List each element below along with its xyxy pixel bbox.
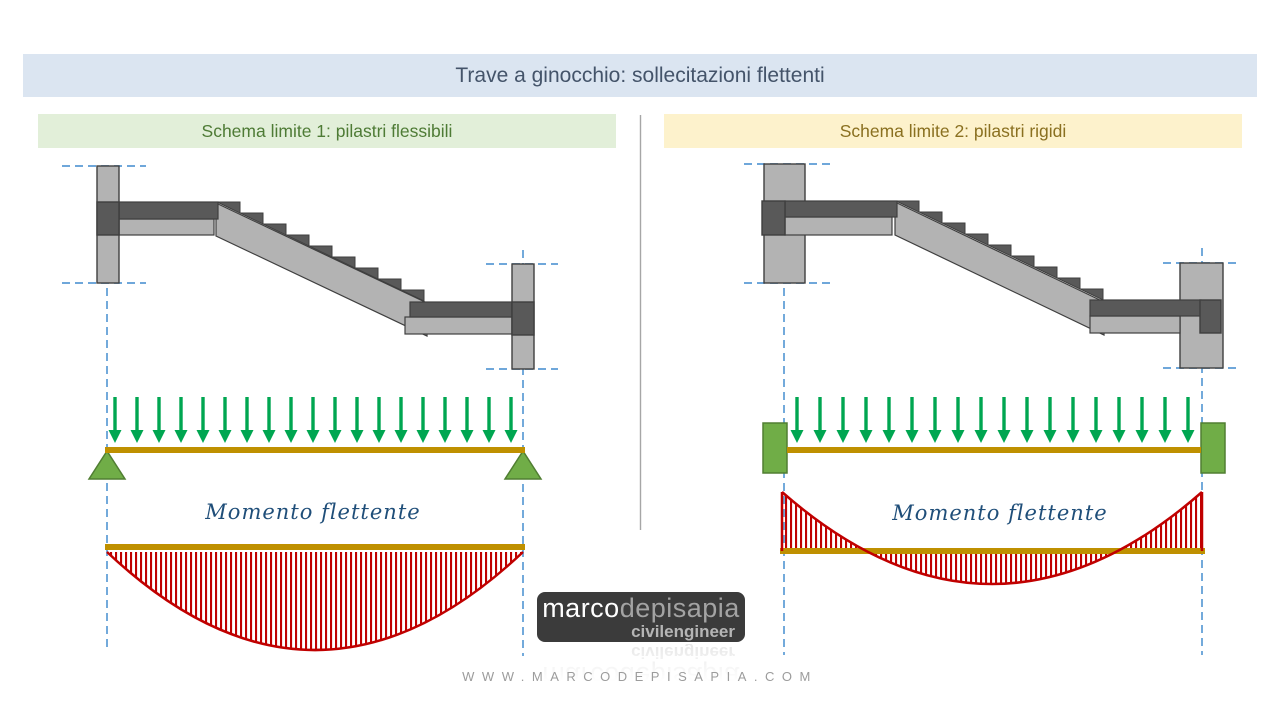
right-stair-ramp [894,201,1105,336]
left-joint-top [96,201,120,236]
right-load-scheme [762,397,1226,474]
left-stair-steps [216,201,425,302]
right-upper-beam-soffit [784,216,893,236]
right-load-arrows [790,397,1195,443]
right-joint-top [761,200,786,236]
left-moment-diagram [105,544,525,652]
left-pin-support-left [87,449,127,480]
slide-title: Trave a ginocchio: sollecitazioni flette… [455,63,825,87]
right-moment-label: Momento flettente [892,501,1108,525]
left-panel-header-label: Schema limite 1: pilastri flessibili [201,120,453,141]
logo-text-secondary: depisapia [619,592,740,623]
right-fixed-support-left [762,422,788,474]
right-moment-end-ordinates [780,492,1204,551]
logo-subtitle: civilengineer [631,621,735,641]
right-joint-bottom [1199,299,1222,334]
left-staircase-drawing [62,165,558,656]
left-moment-label: Momento flettente [205,500,421,524]
left-lower-beam-soffit [404,316,513,335]
logo: marcodepisapia civilengineer [537,592,745,642]
logo-text-primary: marco [542,592,620,623]
right-moment-curve [781,491,1203,586]
right-panel-header-label: Schema limite 2: pilastri rigidi [839,120,1067,141]
website-url: WWW.MARCODEPISAPIA.COM [462,669,818,684]
right-fixed-support-right [1200,422,1226,474]
left-upper-beam [118,201,219,220]
left-load-scheme [87,397,543,480]
left-pin-support-right [503,449,543,480]
right-staircase-drawing [744,163,1240,655]
right-panel-header: Schema limite 2: pilastri rigidi [664,114,1242,148]
left-lower-beam [409,301,513,318]
right-stair-steps [895,200,1104,301]
title-bar: Trave a ginocchio: sollecitazioni flette… [23,54,1257,97]
left-stair-ramp [215,202,428,337]
right-lower-beam [1089,299,1202,317]
left-load-arrows [108,397,518,443]
right-upper-beam [784,200,898,218]
right-lower-beam-soffit [1089,315,1181,334]
right-moment-diagram [780,491,1205,586]
left-joint-bottom [511,301,535,336]
left-panel-header: Schema limite 1: pilastri flessibili [38,114,616,148]
logo-wordmark: marcodepisapia [537,592,745,623]
left-moment-curve [106,551,524,652]
left-upper-beam-soffit [118,218,215,236]
